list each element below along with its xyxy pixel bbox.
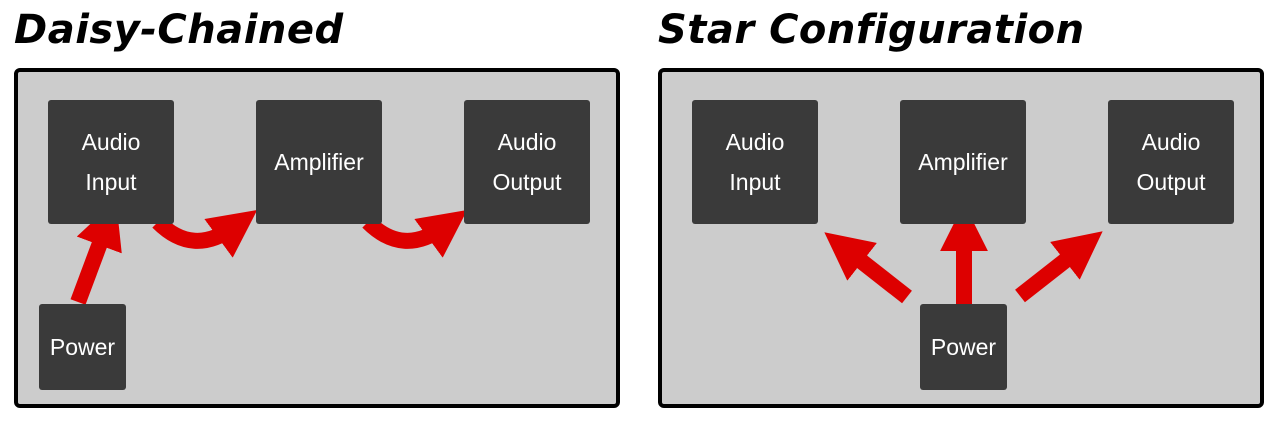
- audio-output-label: Audio Output: [492, 129, 562, 195]
- power-node: Power: [39, 304, 126, 390]
- audio-input-node: Audio Input: [48, 100, 174, 224]
- amplifier-label: Amplifier: [274, 149, 364, 175]
- audio-input-node: Audio Input: [692, 100, 818, 224]
- power-to-input-arrow: [824, 232, 912, 304]
- amplifier-to-output-arrow: [362, 210, 468, 258]
- star-configuration-panel: Audio Input Amplifier Audio Output Power: [658, 68, 1264, 408]
- amplifier-node: Amplifier: [900, 100, 1026, 224]
- power-label: Power: [930, 334, 997, 360]
- power-label: Power: [49, 334, 116, 360]
- daisy-chained-arrows: [70, 200, 468, 305]
- amplifier-label: Amplifier: [918, 149, 1008, 175]
- power-to-output-arrow: [1015, 231, 1103, 303]
- audio-input-label: Audio Input: [725, 129, 785, 195]
- power-node: Power: [920, 304, 1007, 390]
- audio-input-label: Audio Input: [81, 129, 141, 195]
- amplifier-node: Amplifier: [256, 100, 382, 224]
- audio-output-node: Audio Output: [464, 100, 590, 224]
- daisy-chained-title: Daisy-Chained: [14, 7, 344, 53]
- input-to-amplifier-arrow: [152, 210, 258, 258]
- audio-output-node: Audio Output: [1108, 100, 1234, 224]
- star-configuration-title: Star Configuration: [658, 7, 1085, 53]
- audio-output-label: Audio Output: [1136, 129, 1206, 195]
- daisy-chained-panel: Audio Input Amplifier Audio Output Power: [14, 68, 620, 408]
- power-to-input-arrow: [70, 200, 122, 305]
- star-configuration-arrows: [824, 203, 1103, 310]
